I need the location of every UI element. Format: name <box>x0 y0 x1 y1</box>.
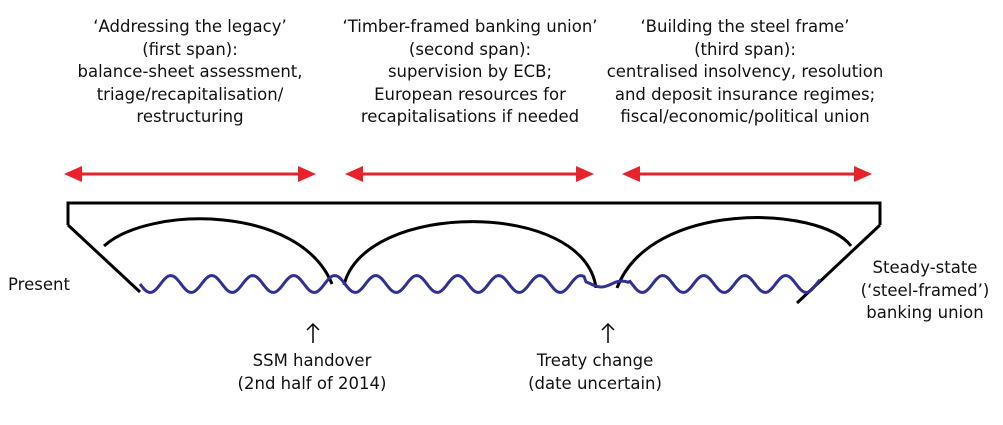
second-span-subtitle: (second span): <box>408 39 532 59</box>
present-label: Present <box>8 275 70 294</box>
steady-state-line-3: banking union <box>866 303 984 322</box>
steady-state-line-1: Steady-state <box>872 258 978 277</box>
first-arch <box>103 217 334 285</box>
second-span-desc-3: recapitalisations if needed <box>360 107 580 126</box>
second-span-label: ‘Timber-framed banking union’ (second sp… <box>320 16 620 129</box>
span-arrows <box>64 166 872 182</box>
third-span-desc-2: and deposit insurance regimes; <box>614 84 876 104</box>
third-span-desc-3: fiscal/economic/political union <box>620 107 870 126</box>
ssm-handover-title: SSM handover <box>252 351 372 370</box>
third-span-subtitle: (third span): <box>694 39 796 59</box>
bridge-deck <box>66 201 882 225</box>
third-span-label: ‘Building the steel frame’ (third span):… <box>600 16 890 129</box>
second-span-arrow <box>345 166 594 182</box>
ssm-handover-date: (2nd half of 2014) <box>237 373 387 393</box>
second-span-desc-1: supervision by ECB; <box>387 62 553 81</box>
first-span-arrow <box>64 166 316 182</box>
first-span-desc-1: balance-sheet assessment, <box>77 62 303 81</box>
first-span-desc-2: triage/recapitalisation/ <box>96 84 284 104</box>
treaty-change-title: Treaty change <box>536 351 654 370</box>
ssm-handover-arrow <box>306 322 320 343</box>
treaty-change-arrow <box>601 322 615 343</box>
first-span-title: ‘Addressing the legacy’ <box>93 17 287 36</box>
third-span-desc-1: centralised insolvency, resolution <box>606 62 884 81</box>
left-abutment <box>66 223 142 294</box>
milestone-arrows <box>306 322 615 343</box>
treaty-change-label: Treaty change (date uncertain) <box>515 350 675 395</box>
first-span-subtitle: (first span): <box>142 39 238 59</box>
treaty-change-date: (date uncertain) <box>528 373 662 393</box>
first-span-desc-3: restructuring <box>136 107 244 126</box>
bridge-structure <box>66 201 882 305</box>
ssm-handover-label: SSM handover (2nd half of 2014) <box>232 350 392 395</box>
second-span-title: ‘Timber-framed banking union’ <box>342 17 598 36</box>
steady-state-line-2: (‘steel-framed’) <box>860 280 990 300</box>
second-span-desc-2: European resources for <box>374 84 566 104</box>
second-arch <box>342 220 598 289</box>
third-arch <box>615 216 853 289</box>
first-span-label: ‘Addressing the legacy’ (first span): ba… <box>40 16 340 129</box>
third-span-title: ‘Building the steel frame’ <box>640 17 850 36</box>
steady-state-label: Steady-state (‘steel-framed’) banking un… <box>850 257 1000 325</box>
wavy-road <box>138 273 822 295</box>
third-span-arrow <box>622 166 872 182</box>
